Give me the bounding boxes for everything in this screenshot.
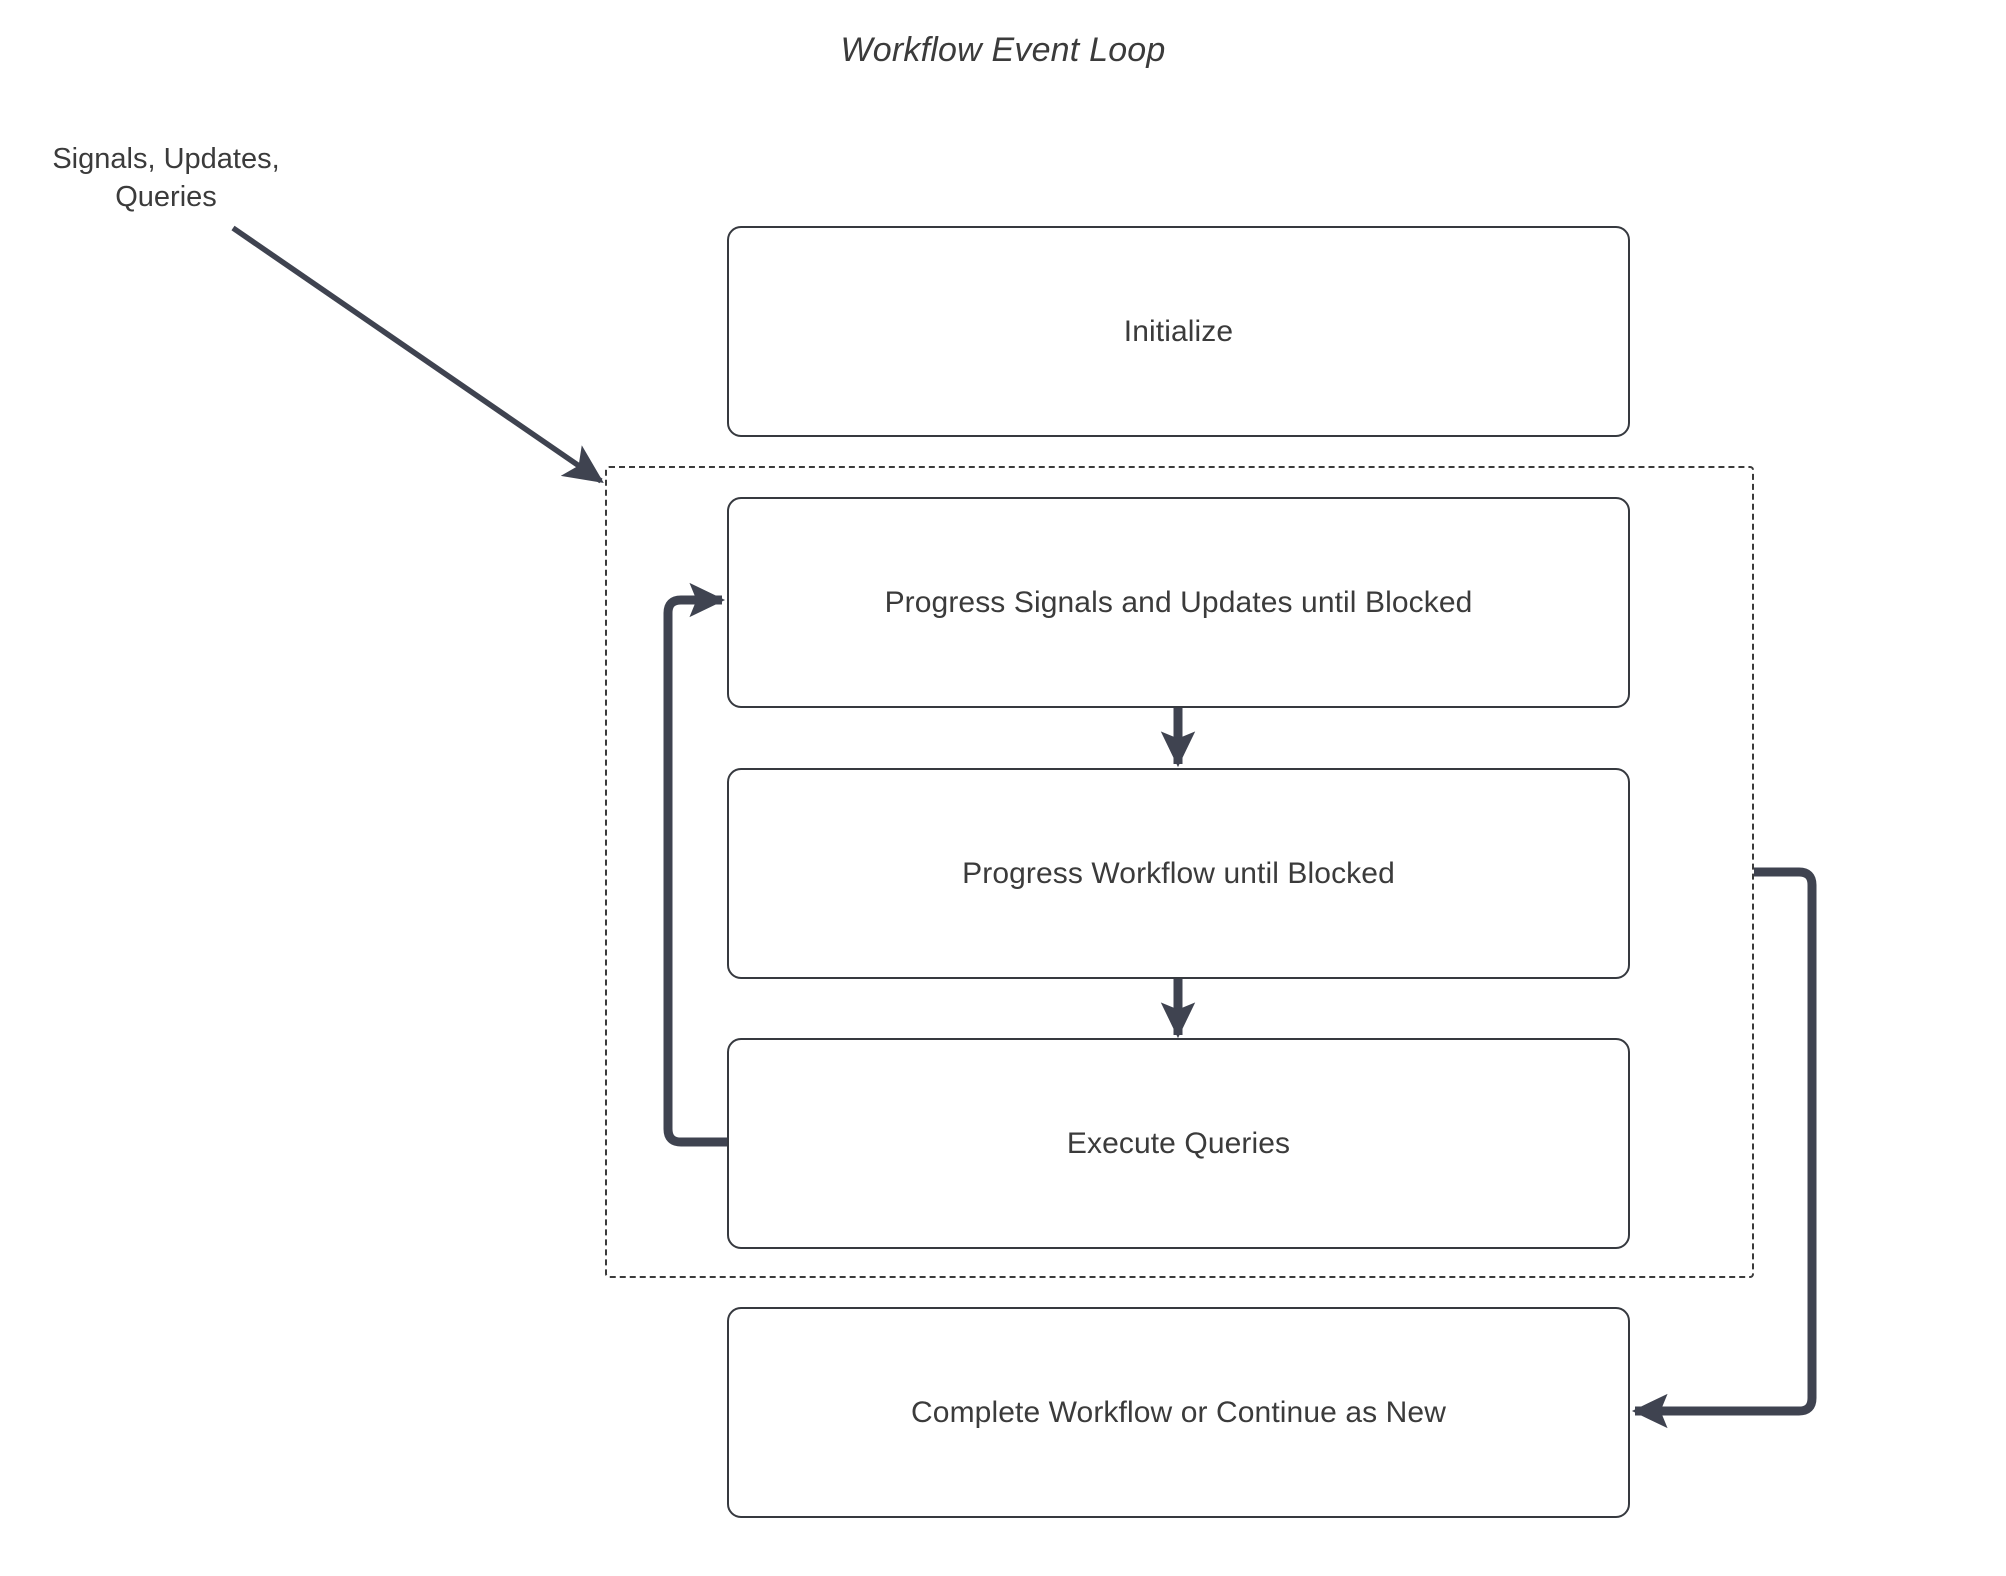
edge-signals-to-loop (231, 225, 604, 484)
node-progress-workflow[interactable]: Progress Workflow until Blocked (727, 768, 1630, 979)
node-complete-workflow[interactable]: Complete Workflow or Continue as New (727, 1307, 1630, 1518)
edge-queries-loop-back (663, 582, 727, 1147)
node-label-progress-signals: Progress Signals and Updates until Block… (884, 585, 1473, 619)
node-label-execute-queries: Execute Queries (1066, 1126, 1291, 1160)
edge-loop-exit-to-complete (1631, 867, 1817, 1429)
node-initialize[interactable]: Initialize (727, 226, 1630, 437)
node-label-complete-workflow: Complete Workflow or Continue as New (911, 1395, 1446, 1429)
node-execute-queries[interactable]: Execute Queries (727, 1038, 1630, 1249)
page-title: Workflow Event Loop (840, 31, 1166, 69)
node-label-progress-workflow: Progress Workflow until Blocked (962, 856, 1395, 890)
node-progress-signals[interactable]: Progress Signals and Updates until Block… (727, 497, 1630, 708)
node-label-initialize: Initialize (1123, 314, 1234, 348)
event-loop-group (605, 466, 1754, 1278)
edge-label-signals-updates-queries: Signals, Updates, Queries (52, 143, 280, 214)
